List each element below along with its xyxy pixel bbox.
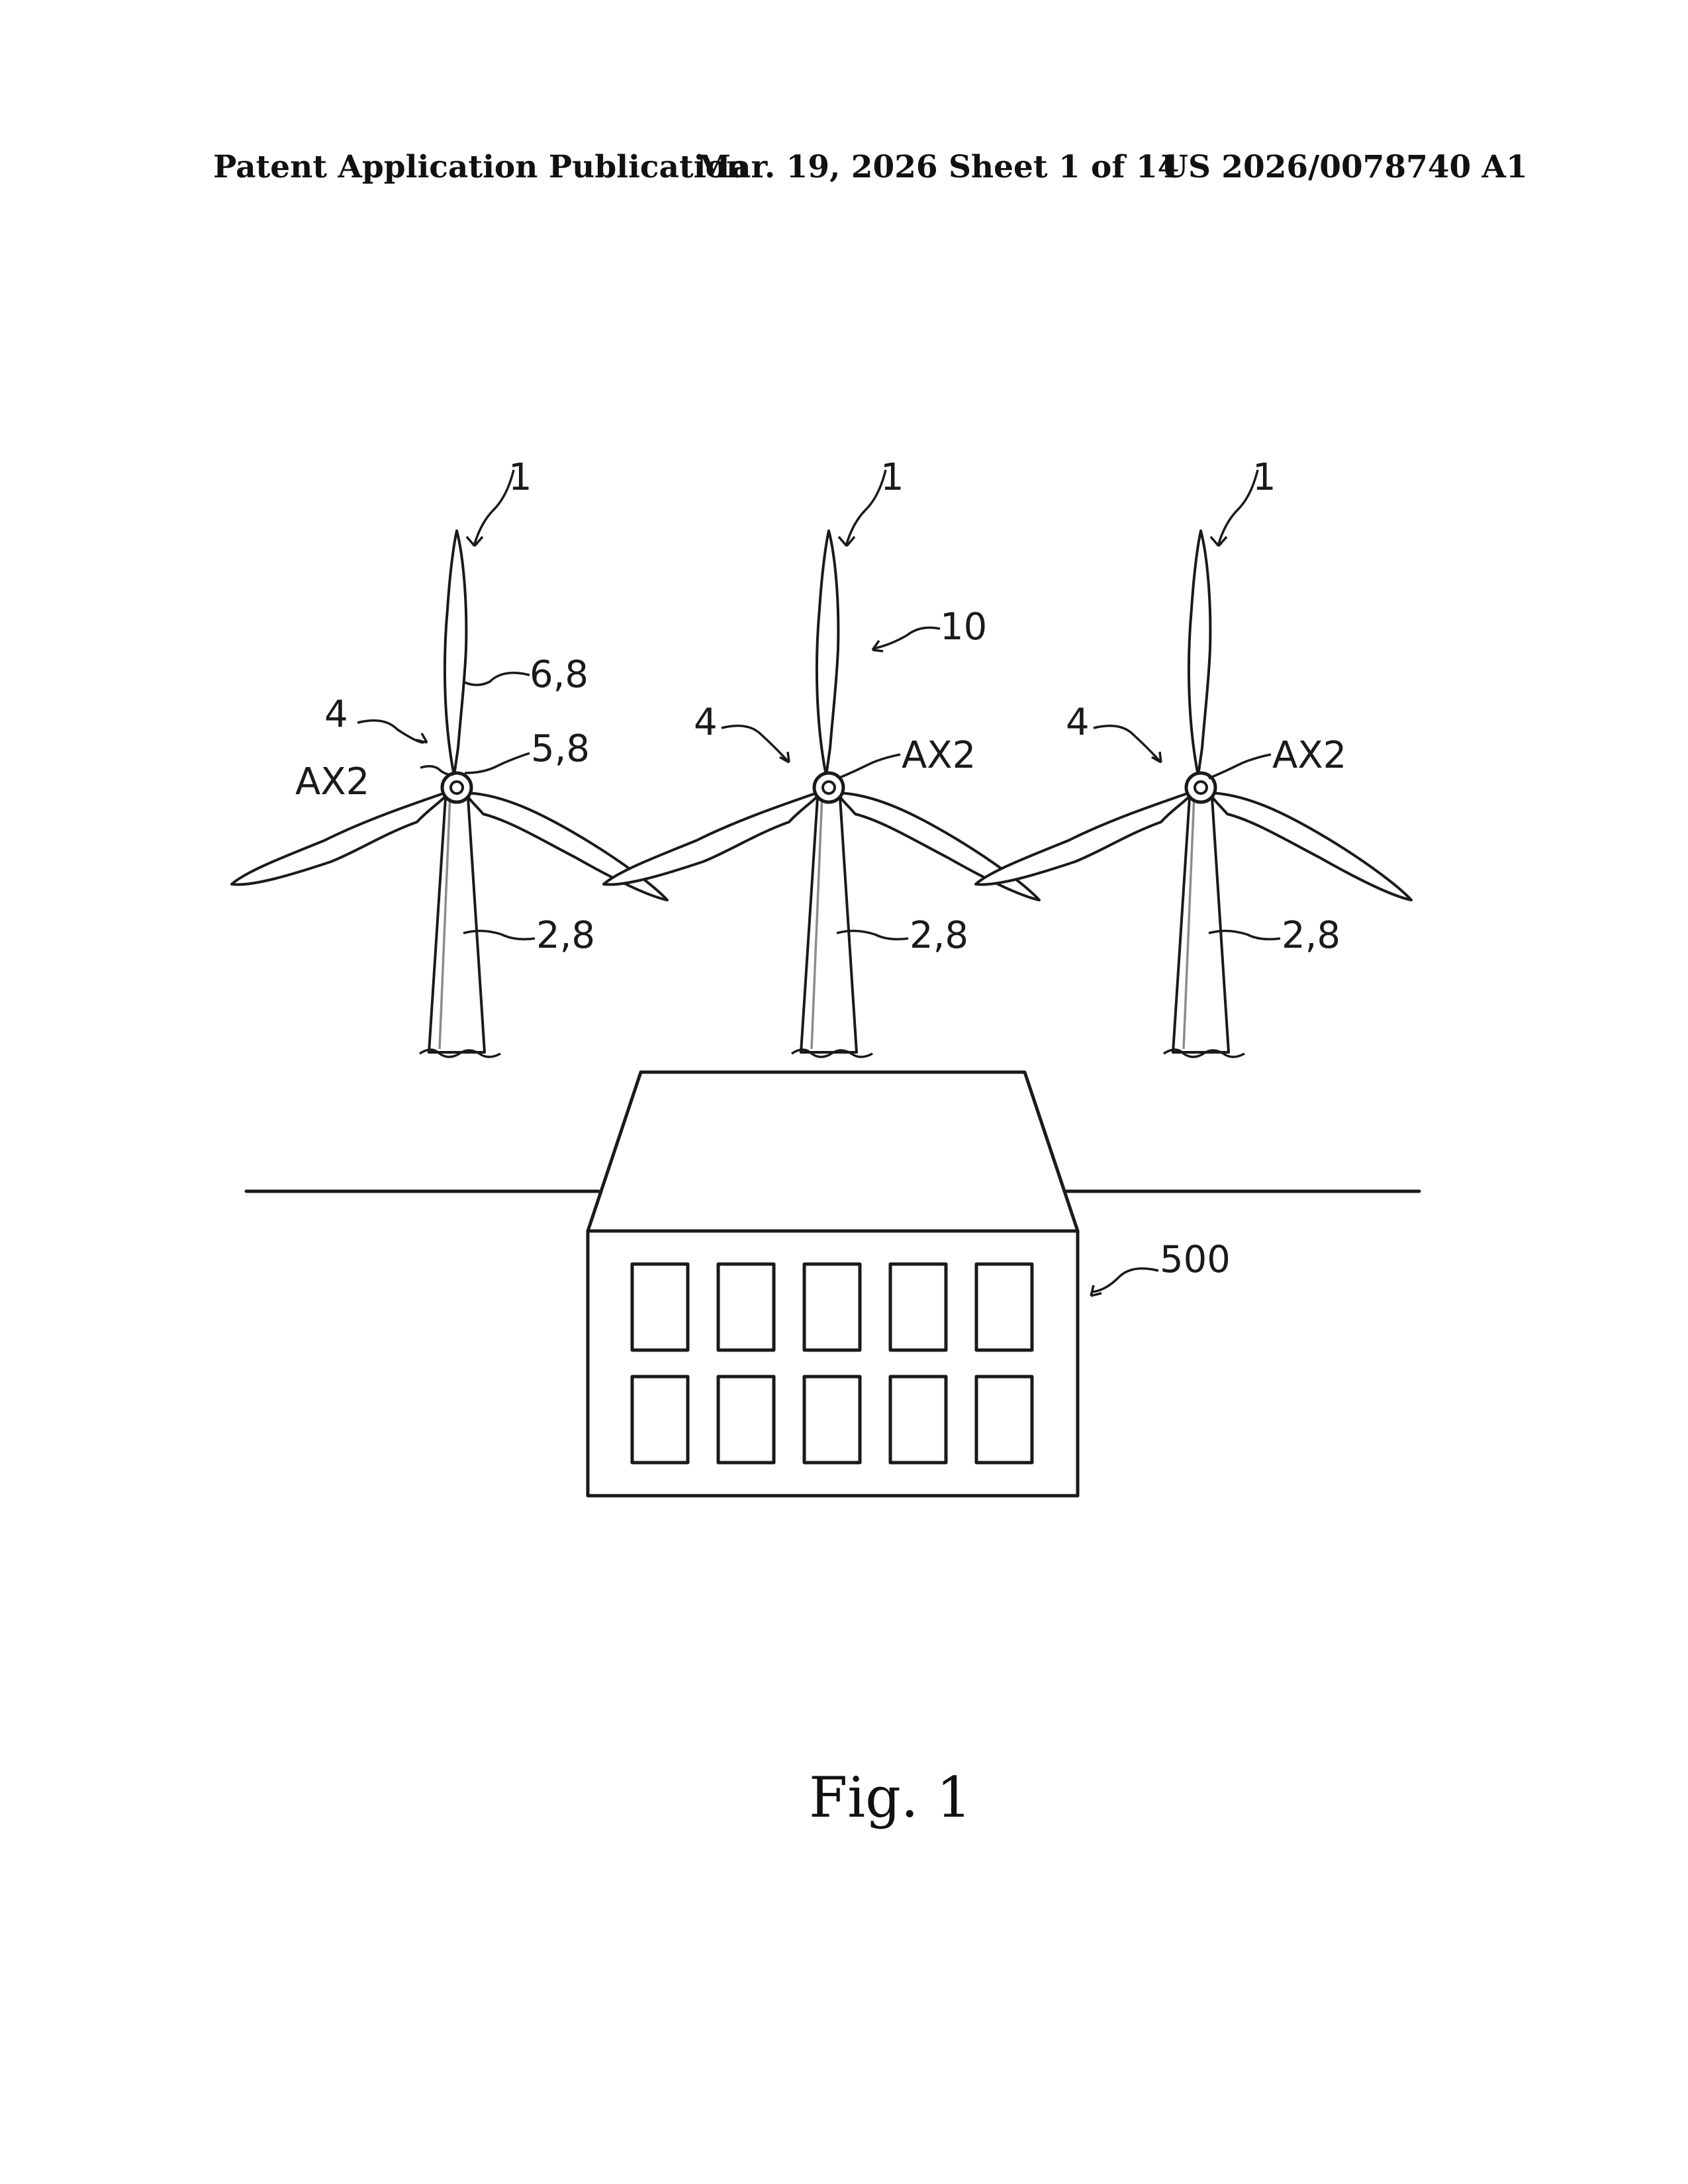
building-500 xyxy=(588,1072,1078,1496)
label-rotor-ref: 4 xyxy=(694,701,718,744)
label-rotor-ref: 4 xyxy=(324,693,348,736)
label-rotor-ref: 4 xyxy=(1066,701,1090,744)
label-park-ref: 10 xyxy=(940,606,987,649)
figure-caption: Fig. 1 xyxy=(809,1765,972,1830)
leader-line xyxy=(474,470,514,546)
label-turbine-ref: 1 xyxy=(508,456,532,499)
label-tower-ref: 2,8 xyxy=(1282,914,1340,957)
label-blade-ref: 6,8 xyxy=(530,653,588,696)
label-hub-ref: 5,8 xyxy=(531,727,590,770)
label-turbine-ref: 1 xyxy=(1252,456,1276,499)
label-tower-ref: 2,8 xyxy=(536,914,595,957)
label-tower-ref: 2,8 xyxy=(910,914,968,957)
building-windows xyxy=(632,1264,1032,1463)
label-axis-ref: AX2 xyxy=(1272,734,1346,777)
label-axis-ref: AX2 xyxy=(902,734,976,777)
label-building-ref: 500 xyxy=(1160,1238,1231,1281)
label-turbine-ref: 1 xyxy=(880,456,904,499)
label-axis-ref: AX2 xyxy=(295,760,369,803)
wind-turbine-right xyxy=(976,531,1411,1057)
